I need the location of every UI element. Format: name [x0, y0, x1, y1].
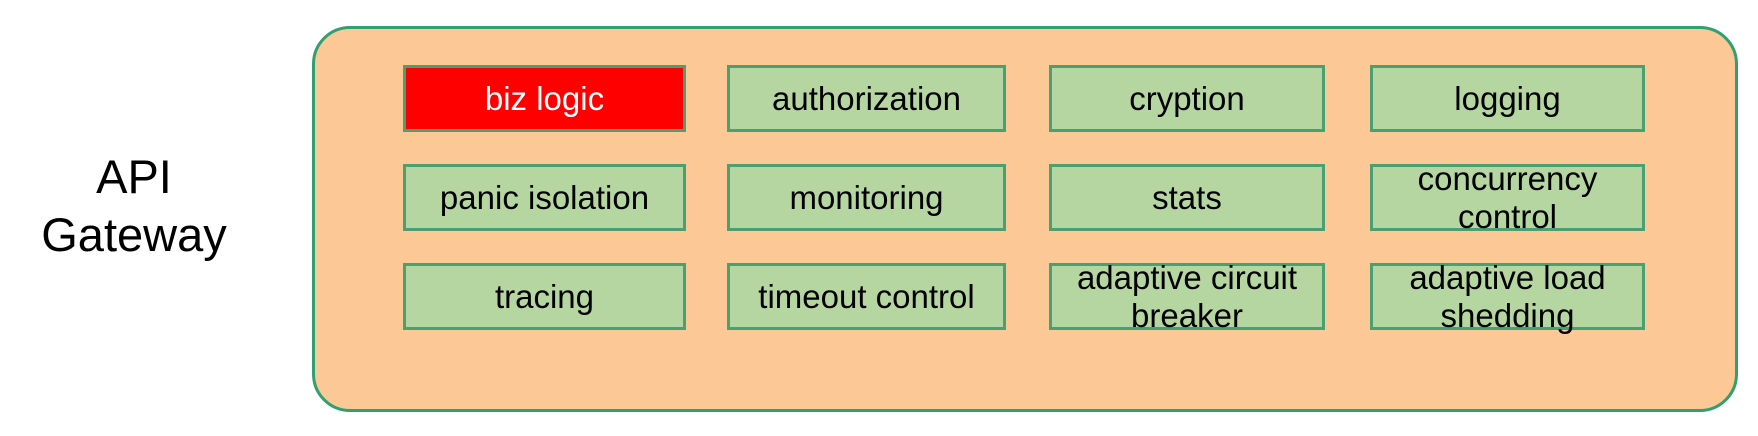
box-adaptive-load-shedding-label: adaptive load shedding [1409, 258, 1606, 334]
box-monitoring-label: monitoring [789, 178, 944, 216]
box-timeout-control[interactable]: timeout control [727, 263, 1006, 330]
box-stats-label: stats [1152, 178, 1222, 216]
box-panic-isolation-label: panic isolation [439, 178, 650, 216]
api-gateway-title: API Gateway [41, 150, 227, 261]
box-tracing[interactable]: tracing [403, 263, 686, 330]
box-timeout-control-label: timeout control [758, 277, 975, 315]
box-adaptive-load-shedding[interactable]: adaptive load shedding [1370, 259, 1645, 334]
box-logging[interactable]: logging [1370, 65, 1645, 132]
api-gateway-container: biz logic authorization cryption logging… [312, 26, 1738, 412]
box-adaptive-circuit-breaker[interactable]: adaptive circuit breaker [1049, 259, 1325, 334]
box-concurrency-control[interactable]: concurrency control [1370, 160, 1645, 235]
box-biz-logic[interactable]: biz logic [403, 65, 686, 132]
box-cryption[interactable]: cryption [1049, 65, 1325, 132]
box-logging-label: logging [1454, 79, 1561, 117]
box-cryption-label: cryption [1129, 79, 1245, 117]
box-monitoring[interactable]: monitoring [727, 164, 1006, 231]
box-stats[interactable]: stats [1049, 164, 1325, 231]
component-grid: biz logic authorization cryption logging… [403, 65, 1645, 366]
box-authorization-label: authorization [772, 79, 961, 117]
box-tracing-label: tracing [494, 277, 595, 315]
box-adaptive-circuit-breaker-label: adaptive circuit breaker [1076, 258, 1298, 334]
box-authorization[interactable]: authorization [727, 65, 1006, 132]
box-panic-isolation[interactable]: panic isolation [403, 164, 686, 231]
box-biz-logic-label: biz logic [484, 79, 605, 117]
box-concurrency-control-label: concurrency control [1417, 159, 1598, 235]
